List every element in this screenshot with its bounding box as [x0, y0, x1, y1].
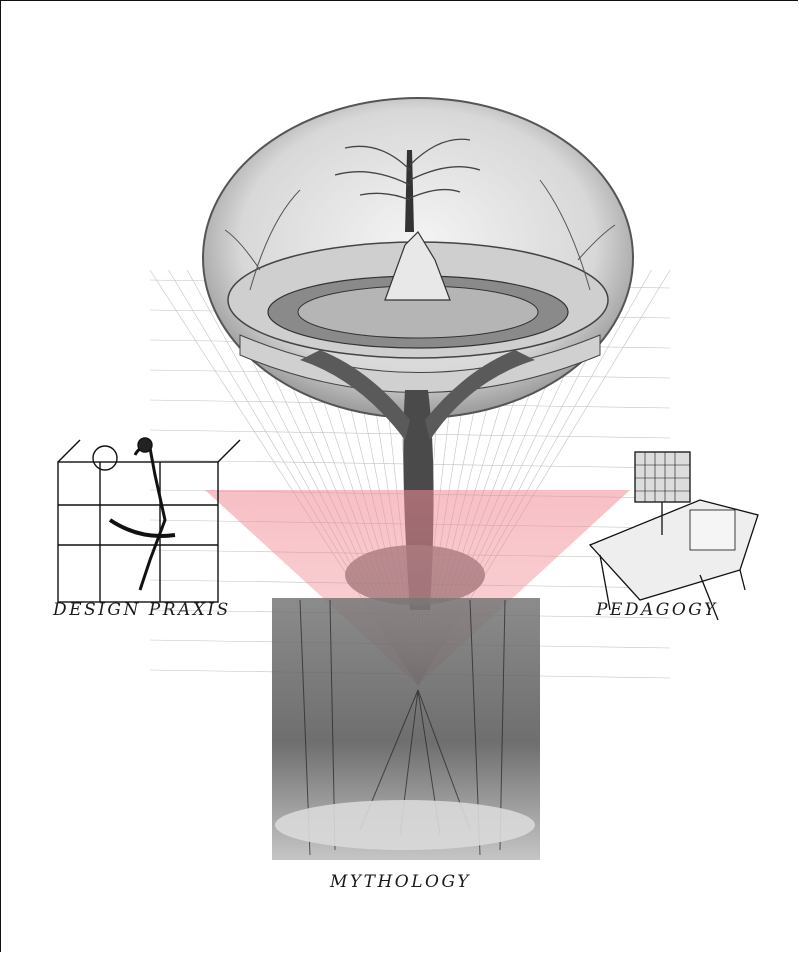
design-praxis-caption: DESIGN PRAXIS — [53, 600, 231, 620]
mythology-engraving-icon — [272, 598, 540, 860]
design-praxis-engraving-icon — [58, 438, 240, 602]
pedagogy-engraving-icon — [590, 452, 758, 620]
pedagogy-caption: PEDAGOGY — [596, 600, 718, 620]
mythology-caption: MYTHOLOGY — [330, 872, 471, 892]
